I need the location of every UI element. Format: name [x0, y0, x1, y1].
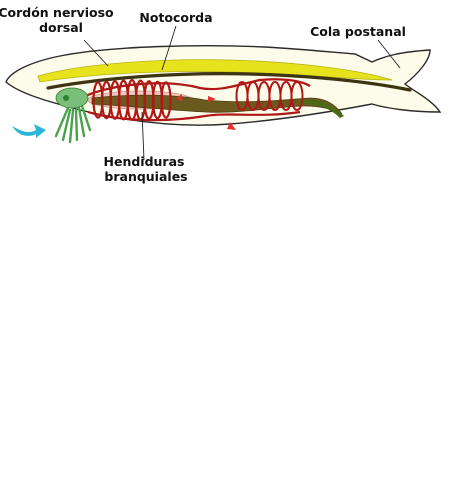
label-nerve-cord-line1: Cordón nervioso [0, 5, 114, 20]
label-tail: Cola postanal [310, 24, 406, 39]
leader-tail [377, 39, 401, 69]
oral-tentacles [54, 104, 92, 144]
label-leader-lines [83, 25, 401, 161]
blood-flow-arrow-icon [227, 122, 236, 130]
tentacle [74, 108, 79, 142]
water-inflow-arrow-icon [12, 124, 46, 138]
label-gill-slits-line1: Hendiduras [104, 154, 185, 169]
oral-hood [55, 87, 89, 109]
vessel-coils [235, 81, 304, 111]
vessel-coil [290, 81, 304, 111]
label-notochord: Notocorda [139, 10, 212, 25]
gill-arches [92, 78, 172, 122]
tentacle [61, 108, 72, 142]
tentacle [80, 104, 92, 132]
dorsal-nerve-cord [37, 59, 393, 83]
dorsal-vessel [84, 78, 311, 98]
blood-flow-arrow-icon [176, 94, 182, 102]
mouth-opening [63, 95, 69, 101]
notochord-rod [46, 72, 412, 92]
blood-vessels [84, 78, 311, 122]
label-gill-slits-line2: branquiales [104, 169, 187, 184]
tentacle [54, 106, 70, 138]
leader-gill-slits [141, 111, 145, 161]
gill-arch [160, 81, 172, 119]
gut-posterior [300, 99, 344, 118]
tentacle [68, 108, 75, 144]
leader-notochord [161, 25, 177, 71]
leader-nerve-cord [83, 39, 109, 67]
blood-flow-arrow-icon [208, 96, 216, 102]
label-nerve-cord-line2: dorsal [39, 20, 83, 35]
blood-flow-arrows [176, 94, 236, 130]
ventral-vessel [87, 110, 301, 122]
tentacle [77, 106, 86, 138]
